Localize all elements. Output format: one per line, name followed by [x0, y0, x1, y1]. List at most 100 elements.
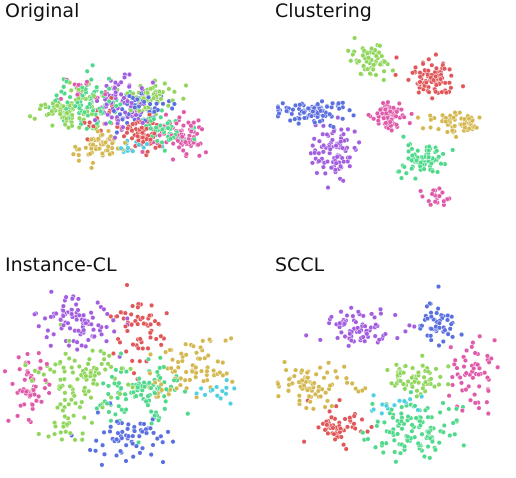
- scatter-point: [436, 382, 442, 388]
- scatter-point: [163, 398, 169, 404]
- scatter-point: [383, 110, 389, 116]
- scatter-point: [131, 370, 137, 376]
- scatter-point: [67, 94, 73, 100]
- scatter-point: [301, 382, 307, 388]
- scatter-point: [301, 109, 307, 116]
- scatter-point: [430, 77, 436, 83]
- scatter-point: [132, 428, 138, 434]
- scatter-point: [87, 101, 93, 107]
- scatter-point: [74, 92, 80, 98]
- scatter-point: [485, 411, 491, 417]
- scatter-point: [22, 377, 28, 383]
- scatter-point: [180, 123, 187, 129]
- scatter-point: [148, 321, 154, 327]
- scatter-point: [137, 358, 143, 364]
- scatter-point: [69, 364, 75, 371]
- scatter-point: [356, 58, 362, 64]
- panel-instance-cl: Instance-CL: [0, 239, 258, 478]
- scatter-point: [393, 122, 400, 128]
- scatter-point: [132, 104, 138, 111]
- scatter-point: [433, 82, 439, 88]
- scatter-point: [366, 112, 372, 118]
- scatter-point: [118, 91, 124, 97]
- scatter-point: [130, 341, 136, 348]
- scatter-point: [415, 369, 421, 376]
- scatter-point: [450, 382, 456, 388]
- scatter-point: [409, 166, 415, 172]
- scatter-point: [373, 53, 379, 59]
- scatter-point: [101, 451, 108, 457]
- scatter-point: [401, 114, 407, 120]
- scatter-point: [54, 405, 61, 411]
- scatter-point: [152, 390, 158, 396]
- scatter-point: [450, 420, 456, 426]
- scatter-point: [157, 375, 163, 381]
- scatter-point: [93, 448, 99, 454]
- scatter-point: [320, 123, 326, 129]
- scatter-point: [76, 146, 82, 152]
- scatter-point: [123, 407, 129, 413]
- scatter-point: [365, 429, 371, 435]
- scatter-point: [139, 85, 145, 91]
- scatter-point: [316, 138, 322, 144]
- scatter-point: [42, 377, 49, 383]
- scatter-point: [139, 445, 146, 451]
- scatter-point: [181, 109, 187, 115]
- scatter-point: [45, 433, 52, 440]
- scatter-point: [341, 159, 347, 165]
- scatter-point: [64, 99, 71, 105]
- scatter-point: [446, 393, 452, 399]
- scatter-point: [410, 365, 416, 371]
- scatter-point: [445, 331, 451, 337]
- scatter-point: [304, 369, 310, 376]
- scatter-point: [27, 113, 33, 119]
- scatter-point: [450, 147, 456, 153]
- scatter-point: [459, 332, 465, 338]
- scatter-point: [328, 414, 335, 420]
- scatter-point: [90, 380, 96, 387]
- scatter-point: [88, 370, 94, 376]
- scatter-point: [471, 365, 477, 372]
- scatter-point: [81, 327, 87, 333]
- scatter-point: [121, 133, 127, 139]
- scatter-point: [443, 118, 449, 125]
- scatter-point: [100, 442, 106, 448]
- scatter-point: [75, 87, 82, 93]
- scatter-point: [308, 113, 314, 119]
- scatter-point: [149, 302, 155, 308]
- scatter-point: [99, 132, 105, 138]
- scatter-point: [428, 333, 434, 339]
- scatter-point: [372, 314, 378, 320]
- scatter-point: [94, 84, 100, 90]
- scatter-point: [135, 321, 141, 327]
- scatter-point: [161, 393, 167, 399]
- scatter-point: [126, 71, 132, 78]
- scatter-point: [436, 185, 442, 192]
- scatter-point: [88, 165, 95, 171]
- scatter-point: [128, 108, 134, 114]
- panel-title: Clustering: [275, 0, 372, 22]
- scatter-point: [157, 122, 163, 129]
- scatter-point: [369, 401, 375, 407]
- scatter-point: [68, 397, 74, 403]
- scatter-point: [128, 311, 134, 317]
- scatter-point: [437, 409, 443, 415]
- scatter-point: [461, 364, 467, 370]
- scatter-point: [119, 435, 125, 441]
- scatter-point: [428, 202, 434, 208]
- scatter-point: [107, 119, 113, 125]
- scatter-point: [356, 329, 362, 335]
- scatter-point: [297, 102, 303, 108]
- scatter-point: [68, 87, 74, 93]
- scatter-point: [188, 128, 194, 134]
- scatter-point: [147, 101, 153, 107]
- scatter-point: [113, 89, 119, 95]
- scatter-point: [353, 319, 359, 325]
- scatter-point: [153, 336, 159, 342]
- scatter-point: [441, 198, 447, 204]
- scatter-point: [154, 369, 160, 375]
- scatter-point: [380, 100, 386, 106]
- scatter-point: [111, 108, 117, 114]
- scatter-point: [436, 320, 442, 326]
- scatter-point: [292, 102, 299, 108]
